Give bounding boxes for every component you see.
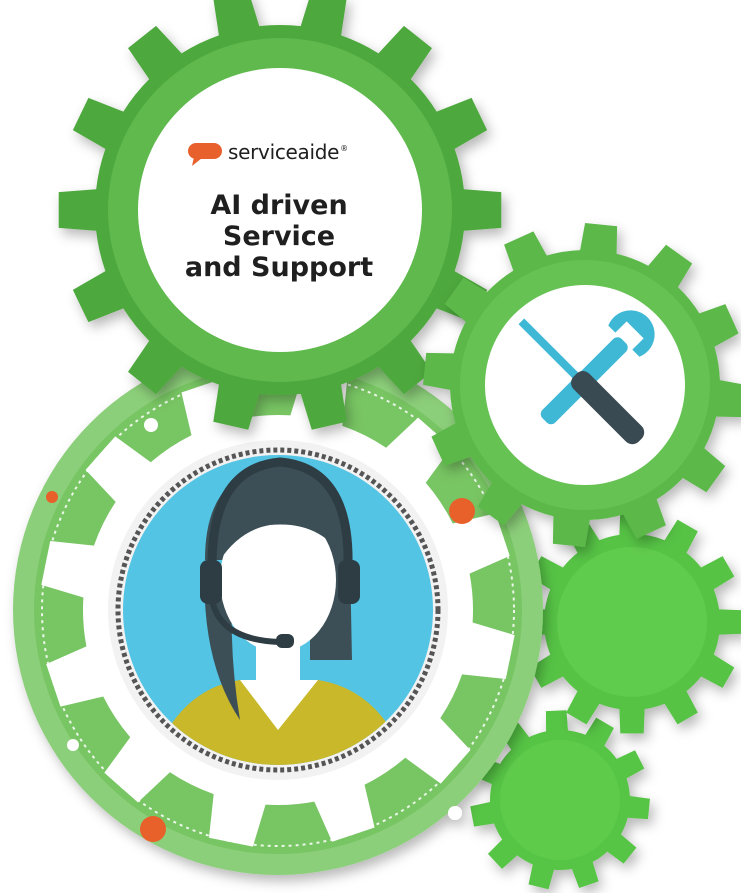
headline-line-3: and Support [184, 252, 374, 283]
headline: AI driven Service and Support [160, 190, 398, 283]
small-gear-bottom [470, 710, 650, 890]
speech-bubble-logo-icon [188, 143, 222, 166]
headline-line-1: AI driven [210, 190, 348, 221]
medium-gear-right [520, 510, 741, 734]
headline-line-2: Service [222, 221, 336, 252]
brand-logo: serviceaide® [188, 138, 348, 166]
brand-name: serviceaide® [228, 140, 348, 164]
agent-avatar [150, 457, 410, 765]
top-gear [58, 0, 502, 430]
registered-mark: ® [340, 144, 348, 154]
screwdriver-wrench-icon [518, 310, 655, 445]
brand-name-text: serviceaide [228, 140, 340, 164]
